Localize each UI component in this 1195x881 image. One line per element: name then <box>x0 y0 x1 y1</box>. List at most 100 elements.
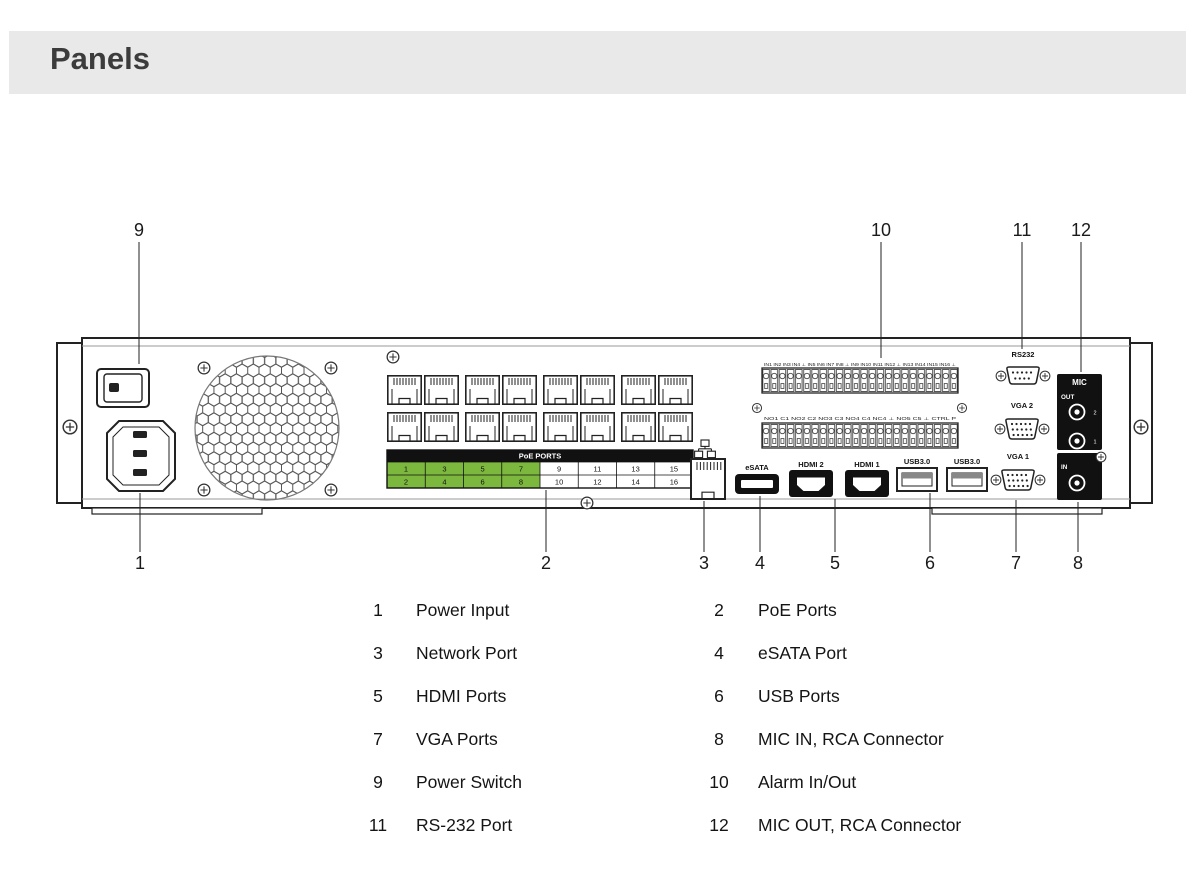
poe-cell: 10 <box>555 478 563 487</box>
legend-number: 5 <box>373 686 383 706</box>
alarm-terminal-strip-out: NO1 C1 NO2 C2 NO3 C3 NO4 C4 NC4 ⊥ NO5 C5… <box>761 416 959 449</box>
poe-ports-table: PoE PORTS 1 3 5 7 9 11 13 15 2 4 6 8 10 … <box>386 449 694 489</box>
usb-port-1: USB3.0 <box>896 457 938 492</box>
bottom-foot-right <box>931 507 1103 515</box>
legend-number: 3 <box>373 643 383 663</box>
screw-icon <box>197 483 211 497</box>
screw-icon <box>751 402 763 414</box>
poe-table-row-odd: 1 3 5 7 9 11 13 15 <box>404 465 678 474</box>
legend-label: Power Input <box>416 600 510 620</box>
screw-icon <box>62 419 78 435</box>
callout-10: 10 <box>871 220 891 240</box>
alarm-out-labels: NO1 C1 NO2 C2 NO3 C3 NO4 C4 NC4 ⊥ NO5 C5… <box>764 416 956 421</box>
mic-label: MIC <box>1072 378 1087 387</box>
poe-cell: 9 <box>557 465 561 474</box>
left-mounting-ear <box>56 342 83 504</box>
callout-5: 5 <box>830 553 840 573</box>
screw-icon <box>324 483 338 497</box>
legend-label: Power Switch <box>416 772 523 792</box>
legend-label: VGA Ports <box>416 729 498 749</box>
poe-cell: 13 <box>631 465 639 474</box>
screw-icon <box>580 496 594 510</box>
legend-label: Network Port <box>416 643 518 663</box>
hdmi2-label: HDMI 2 <box>798 460 823 469</box>
callout-lines <box>138 242 1082 552</box>
ethernet-icon <box>694 439 716 459</box>
rs232-connector: RS232 <box>996 350 1050 384</box>
poe-cell: 7 <box>519 465 523 474</box>
network-port <box>690 439 726 500</box>
legend-number: 7 <box>373 729 383 749</box>
alarm-terminal-strip-in: IN1 IN2 IN3 IN4 ⊥ IN5 IN6 IN7 IN8 ⊥ IN9 … <box>761 362 959 394</box>
legend-label: MIC OUT, RCA Connector <box>758 815 962 835</box>
legend-label: RS-232 Port <box>416 815 513 835</box>
usb2-label: USB3.0 <box>954 457 980 466</box>
callout-9: 9 <box>134 220 144 240</box>
poe-cell: 11 <box>594 465 602 474</box>
legend-number: 1 <box>373 600 383 620</box>
callout-4: 4 <box>755 553 765 573</box>
poe-table-row-even: 2 4 6 8 10 12 14 16 <box>404 478 678 487</box>
bottom-foot-left <box>91 507 263 515</box>
poe-cell: 4 <box>442 478 446 487</box>
usb-port-2: USB3.0 <box>946 457 988 492</box>
fan-grille <box>194 355 340 501</box>
poe-cell: 15 <box>670 465 678 474</box>
hdmi-port-1: HDMI 1 <box>845 460 889 497</box>
callout-3: 3 <box>699 553 709 573</box>
legend-number: 8 <box>714 729 724 749</box>
hdmi-port-2: HDMI 2 <box>789 460 833 497</box>
legend-label: Alarm In/Out <box>758 772 857 792</box>
mic-block: MIC OUT 2 1 IN <box>1057 374 1107 500</box>
legend-number: 9 <box>373 772 383 792</box>
callout-2: 2 <box>541 553 551 573</box>
callout-11: 11 <box>1013 220 1032 240</box>
legend-number: 4 <box>714 643 724 663</box>
screw-icon <box>1095 451 1107 463</box>
rs232-label: RS232 <box>1012 350 1035 359</box>
legend-label: MIC IN, RCA Connector <box>758 729 944 749</box>
poe-cell: 3 <box>442 465 446 474</box>
screw-icon <box>956 402 968 414</box>
legend-label: PoE Ports <box>758 600 837 620</box>
screw-icon <box>1133 419 1149 435</box>
legend-label: USB Ports <box>758 686 840 706</box>
legend-number: 10 <box>709 772 729 792</box>
poe-cell: 2 <box>404 478 408 487</box>
mic-jack1-number: 1 <box>1093 440 1096 446</box>
legend-table: 1 Power Input 2 PoE Ports 3 Network Port… <box>340 589 1088 847</box>
page-title: Panels <box>50 41 150 76</box>
screw-icon <box>197 361 211 375</box>
callout-numbers: 9 10 11 12 1 2 3 4 5 6 7 8 <box>134 220 1091 573</box>
callout-6: 6 <box>925 553 935 573</box>
legend-label: eSATA Port <box>758 643 847 663</box>
poe-cell: 14 <box>631 478 639 487</box>
callout-7: 7 <box>1011 553 1021 573</box>
screw-icon <box>386 350 400 364</box>
mic-out-label: OUT <box>1061 394 1074 401</box>
poe-cell: 16 <box>670 478 678 487</box>
poe-cell: 5 <box>481 465 485 474</box>
esata-port: eSATA <box>735 463 779 494</box>
power-input <box>106 420 176 492</box>
alarm-in-labels: IN1 IN2 IN3 IN4 ⊥ IN5 IN6 IN7 IN8 ⊥ IN9 … <box>764 362 956 367</box>
vga2-label: VGA 2 <box>1011 401 1033 410</box>
vga1-connector: VGA 1 <box>991 452 1045 490</box>
hdmi1-label: HDMI 1 <box>854 460 879 469</box>
mic-in-label: IN <box>1061 464 1068 471</box>
legend-number: 6 <box>714 686 724 706</box>
legend-number: 2 <box>714 600 724 620</box>
vga1-label: VGA 1 <box>1007 452 1029 461</box>
poe-cell: 12 <box>593 478 601 487</box>
callout-1: 1 <box>135 553 145 573</box>
poe-table-header: PoE PORTS <box>519 452 562 461</box>
callout-12: 12 <box>1071 220 1091 240</box>
callout-8: 8 <box>1073 553 1083 573</box>
power-switch <box>96 368 150 408</box>
page-header-band: Panels <box>9 31 1186 94</box>
poe-cell: 8 <box>519 478 523 487</box>
vga2-connector: VGA 2 <box>995 401 1049 439</box>
legend-number: 11 <box>368 815 388 835</box>
